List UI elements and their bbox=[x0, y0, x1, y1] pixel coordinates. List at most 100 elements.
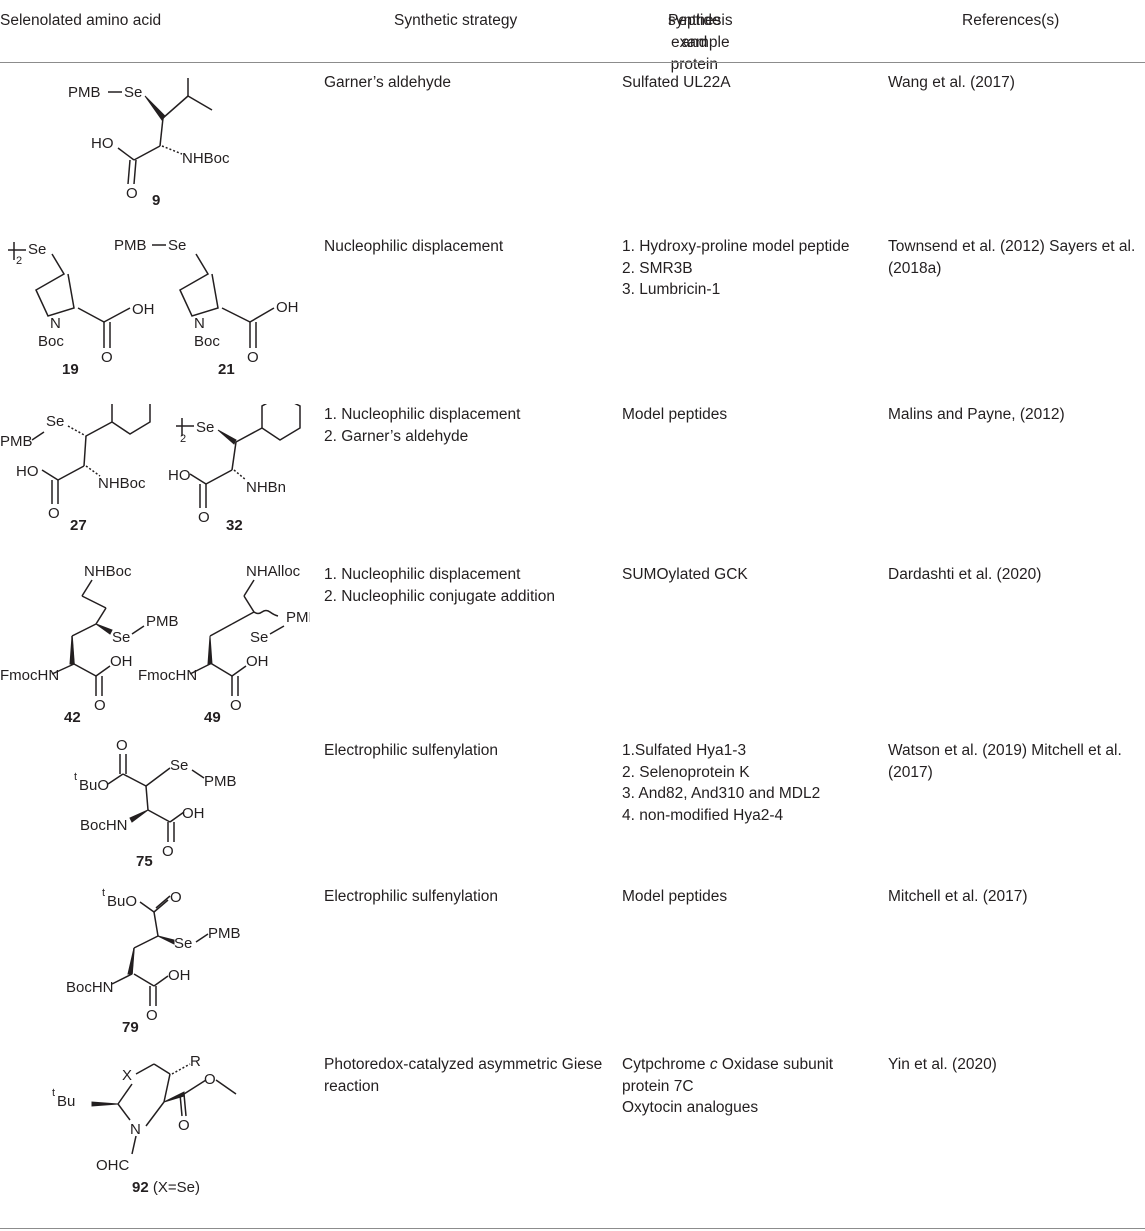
svg-text:BuO: BuO bbox=[79, 777, 109, 794]
svg-text:Boc: Boc bbox=[194, 333, 220, 350]
table-row: 2 Se N Boc OH O 19 PMB Se N Boc OH O 21 bbox=[0, 236, 1145, 386]
strategy-cell: 1. Nucleophilic displacement 2. Nucleoph… bbox=[324, 566, 555, 605]
svg-text:Boc: Boc bbox=[38, 333, 64, 350]
header-strategy: Synthetic strategy bbox=[394, 12, 518, 29]
svg-text:Se: Se bbox=[196, 419, 214, 436]
svg-text:O: O bbox=[146, 1007, 158, 1024]
svg-text:O: O bbox=[247, 349, 259, 366]
svg-text:Se: Se bbox=[168, 237, 186, 254]
svg-text:NHBoc: NHBoc bbox=[98, 475, 146, 492]
svg-text:FmocHN: FmocHN bbox=[0, 667, 59, 684]
svg-text:O: O bbox=[230, 697, 242, 714]
svg-text:2: 2 bbox=[180, 433, 186, 445]
svg-text:N: N bbox=[194, 315, 205, 332]
svg-text:BocHN: BocHN bbox=[80, 817, 128, 834]
header-rule bbox=[0, 62, 1145, 63]
svg-text:Se: Se bbox=[124, 84, 142, 101]
table-row: X R t Bu N O O OHC 92 (X=Se) bbox=[0, 1054, 1145, 1204]
strategy-cell: 1. Nucleophilic displacement 2. Garner’s… bbox=[324, 406, 521, 445]
svg-text:FmocHN: FmocHN bbox=[138, 667, 197, 684]
svg-text:R: R bbox=[190, 1054, 201, 1070]
svg-text:Se: Se bbox=[112, 629, 130, 646]
header-references: References(s) bbox=[962, 12, 1060, 29]
strategy-cell: Electrophilic sulfenylation bbox=[324, 742, 499, 759]
svg-text:NHBn: NHBn bbox=[246, 479, 286, 496]
table-row: NHBoc Se PMB FmocHN OH O 42 NHAlloc Se bbox=[0, 564, 1145, 730]
example-cell: SUMOylated GCK bbox=[622, 566, 748, 583]
svg-text:PMB: PMB bbox=[146, 613, 179, 630]
structure-27-32: PMB Se HO O NHBoc 27 2 Se bbox=[0, 404, 301, 534]
svg-text:9: 9 bbox=[152, 192, 160, 209]
svg-text:PMB: PMB bbox=[114, 237, 147, 254]
bottom-rule bbox=[0, 1228, 1145, 1229]
strategy-cell: Garner’s aldehyde bbox=[324, 74, 451, 91]
svg-text:75: 75 bbox=[136, 853, 153, 870]
reference-cell: Yin et al. (2020) bbox=[888, 1056, 997, 1073]
example-cell: Model peptides bbox=[622, 406, 728, 423]
svg-text:NHBoc: NHBoc bbox=[84, 564, 132, 580]
table-header: Selenolated amino acid Synthetic strateg… bbox=[0, 12, 1060, 73]
example-cell: Cytpchrome c Oxidase subunit protein 7C … bbox=[622, 1056, 834, 1116]
svg-text:t: t bbox=[74, 771, 77, 783]
svg-text:Se: Se bbox=[28, 241, 46, 258]
svg-text:Se: Se bbox=[170, 757, 188, 774]
svg-text:HO: HO bbox=[16, 463, 39, 480]
svg-text:BuO: BuO bbox=[107, 893, 137, 910]
strategy-cell: Nucleophilic displacement bbox=[324, 238, 504, 255]
structure-79: t BuO O Se PMB BocHN OH O 79 bbox=[66, 887, 241, 1036]
svg-text:PMB: PMB bbox=[0, 433, 33, 450]
table-row: O t BuO Se PMB BocHN OH O 75 Electrophil… bbox=[0, 740, 1145, 874]
reference-cell: Wang et al. (2017) bbox=[888, 74, 1015, 91]
reference-cell: Townsend et al. (2012) Sayers et al. (20… bbox=[888, 238, 1136, 277]
svg-text:NHBoc: NHBoc bbox=[182, 150, 230, 167]
header-amino-acid: Selenolated amino acid bbox=[0, 12, 162, 29]
structure-42-49: NHBoc Se PMB FmocHN OH O 42 NHAlloc Se bbox=[0, 564, 310, 726]
table-row: PMB Se HO O NHBoc 9 Garner’s aldehyde Su… bbox=[0, 72, 1145, 222]
structure-75: O t BuO Se PMB BocHN OH O 75 bbox=[74, 740, 237, 870]
table-row: PMB Se HO O NHBoc 27 2 Se bbox=[0, 404, 1145, 544]
svg-text:27: 27 bbox=[70, 517, 87, 534]
svg-text:HO: HO bbox=[91, 135, 114, 152]
svg-text:Bu: Bu bbox=[57, 1093, 75, 1110]
example-cell: 1. Hydroxy-proline model peptide 2. SMR3… bbox=[622, 238, 850, 298]
example-cell: Sulfated UL22A bbox=[622, 74, 731, 91]
svg-text:Se: Se bbox=[174, 935, 192, 952]
svg-text:49: 49 bbox=[204, 709, 221, 726]
svg-text:O: O bbox=[101, 349, 113, 366]
svg-text:HO: HO bbox=[168, 467, 191, 484]
svg-text:PMB: PMB bbox=[208, 925, 241, 942]
svg-text:O: O bbox=[94, 697, 106, 714]
svg-text:O: O bbox=[178, 1117, 190, 1134]
table-row: t BuO O Se PMB BocHN OH O 79 Electrophil… bbox=[0, 886, 1145, 1036]
compound-label-92: 92 (X=Se) bbox=[132, 1179, 200, 1196]
strategy-cell: Photoredox-catalyzed asymmetric Giese re… bbox=[324, 1056, 603, 1095]
svg-text:Se: Se bbox=[46, 413, 64, 430]
svg-text:X: X bbox=[122, 1067, 132, 1084]
svg-text:O: O bbox=[198, 509, 210, 526]
example-cell: 1.Sulfated Hya1-3 2. Selenoprotein K 3. … bbox=[622, 742, 821, 824]
svg-text:t: t bbox=[102, 887, 105, 899]
svg-text:PMB: PMB bbox=[68, 84, 101, 101]
svg-text:t: t bbox=[52, 1087, 55, 1099]
strategy-cell: Electrophilic sulfenylation bbox=[324, 888, 499, 905]
svg-text:OHC: OHC bbox=[96, 1157, 130, 1174]
svg-text:21: 21 bbox=[218, 361, 235, 378]
structure-19-21: 2 Se N Boc OH O 19 PMB Se N Boc OH O 21 bbox=[8, 237, 299, 378]
reference-cell: Mitchell et al. (2017) bbox=[888, 888, 1028, 905]
svg-text:O: O bbox=[48, 505, 60, 522]
svg-text:PMB: PMB bbox=[204, 773, 237, 790]
svg-text:Se: Se bbox=[250, 629, 268, 646]
reference-cell: Malins and Payne, (2012) bbox=[888, 406, 1065, 423]
reference-cell: Watson et al. (2019) Mitchell et al. (20… bbox=[888, 742, 1122, 781]
svg-text:19: 19 bbox=[62, 361, 79, 378]
svg-text:O: O bbox=[162, 843, 174, 860]
svg-text:OH: OH bbox=[246, 653, 269, 670]
svg-text:PMB: PMB bbox=[286, 609, 310, 626]
reference-cell: Dardashti et al. (2020) bbox=[888, 566, 1042, 583]
svg-text:OH: OH bbox=[132, 301, 155, 318]
svg-text:2: 2 bbox=[16, 255, 22, 267]
svg-text:NHAlloc: NHAlloc bbox=[246, 564, 301, 580]
svg-text:BocHN: BocHN bbox=[66, 979, 114, 996]
svg-text:O: O bbox=[204, 1071, 216, 1088]
